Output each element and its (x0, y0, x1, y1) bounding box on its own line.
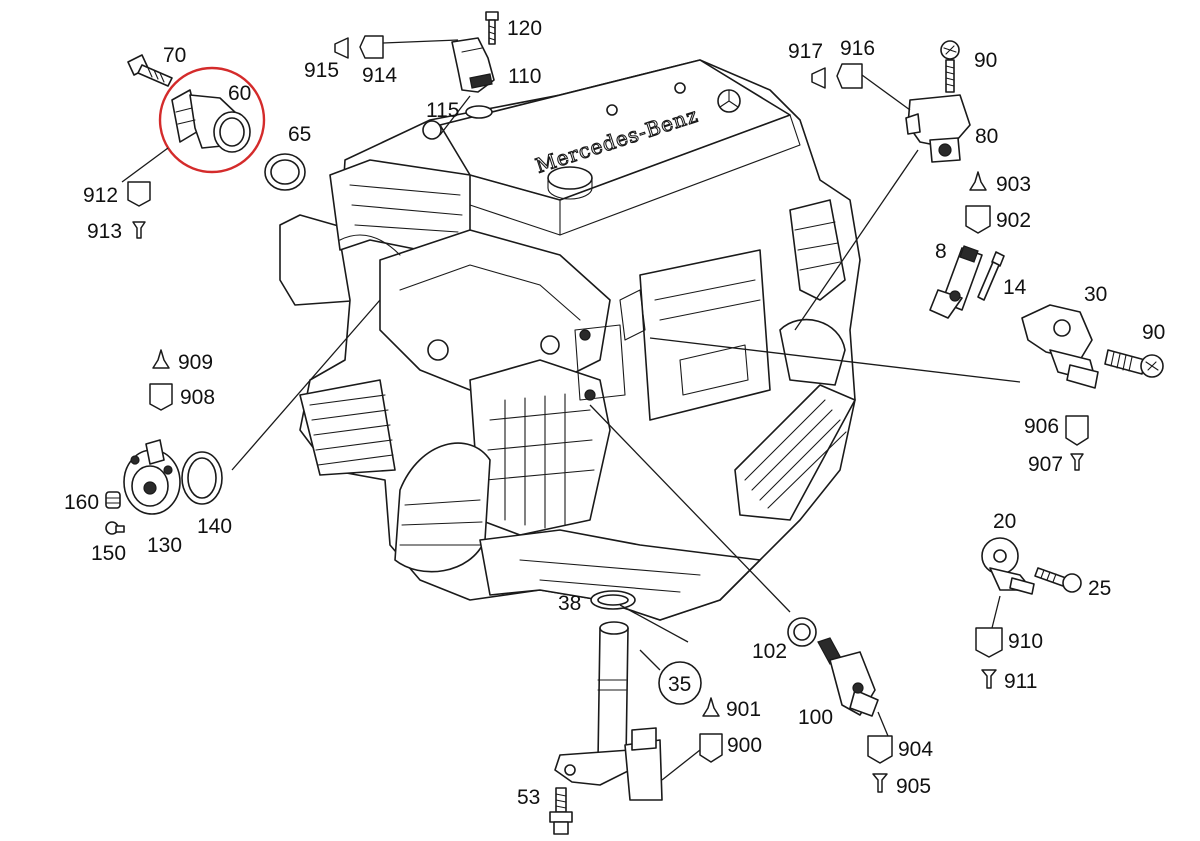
connector-symbol-912 (127, 181, 151, 207)
terminal-symbol-913 (132, 221, 146, 239)
terminal-symbol-909 (152, 349, 170, 369)
connector-symbol-902 (965, 205, 991, 234)
part-25-bolt[interactable] (1034, 567, 1082, 593)
terminal-symbol-905 (872, 773, 888, 793)
part-130-sensor[interactable] (123, 439, 181, 515)
callout-labels: 70 60 65 912 913 915 914 120 110 115 917… (64, 17, 1165, 809)
callout-906: 906 (1024, 415, 1059, 438)
callout-90-top: 90 (974, 49, 997, 72)
part-35-sensor[interactable] (554, 590, 663, 801)
callout-100: 100 (798, 706, 833, 729)
callout-905: 905 (896, 775, 931, 798)
callout-102: 102 (752, 640, 787, 663)
callout-903: 903 (996, 173, 1031, 196)
callout-150: 150 (91, 542, 126, 565)
brand-star-icon (717, 89, 741, 113)
callout-35: 35 (668, 673, 691, 696)
part-70-bolt[interactable] (127, 54, 173, 87)
highlight-ring (158, 66, 266, 174)
terminal-symbol-907 (1070, 453, 1084, 471)
callout-910: 910 (1008, 630, 1043, 653)
terminal-symbol-915 (334, 37, 349, 59)
connector-symbol-916 (836, 63, 863, 89)
part-60-sensor[interactable] (171, 89, 251, 153)
connector-symbol-900 (699, 733, 723, 763)
part-100-sensor[interactable] (787, 617, 879, 717)
callout-915: 915 (304, 59, 339, 82)
callout-916: 916 (840, 37, 875, 60)
part-20-knock-sensor[interactable] (981, 537, 1035, 595)
part-150-screw[interactable] (105, 521, 125, 535)
callout-65: 65 (288, 123, 311, 146)
callout-908: 908 (180, 386, 215, 409)
engine-assembly: Mercedes-Benz (279, 59, 861, 621)
callout-20: 20 (993, 510, 1016, 533)
callout-60: 60 (228, 82, 251, 105)
callout-38: 38 (558, 592, 581, 615)
callout-70: 70 (163, 44, 186, 67)
callout-914: 914 (362, 64, 397, 87)
terminal-symbol-901 (702, 697, 720, 717)
callout-913: 913 (87, 220, 122, 243)
callout-900: 900 (727, 734, 762, 757)
connector-symbol-914 (359, 35, 384, 59)
callout-902: 902 (996, 209, 1031, 232)
terminal-symbol-917 (811, 67, 826, 89)
callout-917: 917 (788, 40, 823, 63)
terminal-symbol-911 (981, 669, 997, 689)
callout-130: 130 (147, 534, 182, 557)
callout-120: 120 (507, 17, 542, 40)
callout-115: 115 (426, 99, 459, 122)
connector-symbol-908 (149, 383, 173, 411)
part-115-oring[interactable] (465, 105, 493, 119)
callout-8: 8 (935, 240, 947, 263)
callout-53: 53 (517, 786, 540, 809)
part-110-sensor[interactable] (451, 37, 495, 93)
callout-907: 907 (1028, 453, 1063, 476)
callout-901: 901 (726, 698, 761, 721)
callout-30: 30 (1084, 283, 1107, 306)
part-90-bolt-top[interactable] (940, 40, 960, 93)
callout-912: 912 (83, 184, 118, 207)
callout-25: 25 (1088, 577, 1111, 600)
callout-110: 110 (508, 65, 541, 88)
part-14-bolt[interactable] (977, 251, 1005, 301)
terminal-symbol-903 (969, 171, 987, 191)
part-30-sensor[interactable] (1021, 304, 1099, 389)
connector-symbol-904 (867, 735, 893, 764)
connector-symbol-910 (975, 627, 1003, 658)
part-80-sensor[interactable] (905, 94, 971, 163)
callout-90-right: 90 (1142, 321, 1165, 344)
part-8-sensor[interactable] (929, 245, 983, 319)
callout-909: 909 (178, 351, 213, 374)
callout-911: 911 (1004, 670, 1037, 693)
part-120-bolt[interactable] (485, 11, 499, 45)
callout-140: 140 (197, 515, 232, 538)
part-53-bolt[interactable] (549, 787, 573, 835)
callout-circle-35 (658, 661, 702, 705)
callout-80: 80 (975, 125, 998, 148)
callout-160: 160 (64, 491, 99, 514)
part-160-plug[interactable] (105, 491, 121, 509)
callout-904: 904 (898, 738, 933, 761)
callout-14: 14 (1003, 276, 1027, 299)
part-90-bolt-right[interactable] (1104, 349, 1164, 378)
connector-symbol-906 (1065, 415, 1089, 446)
